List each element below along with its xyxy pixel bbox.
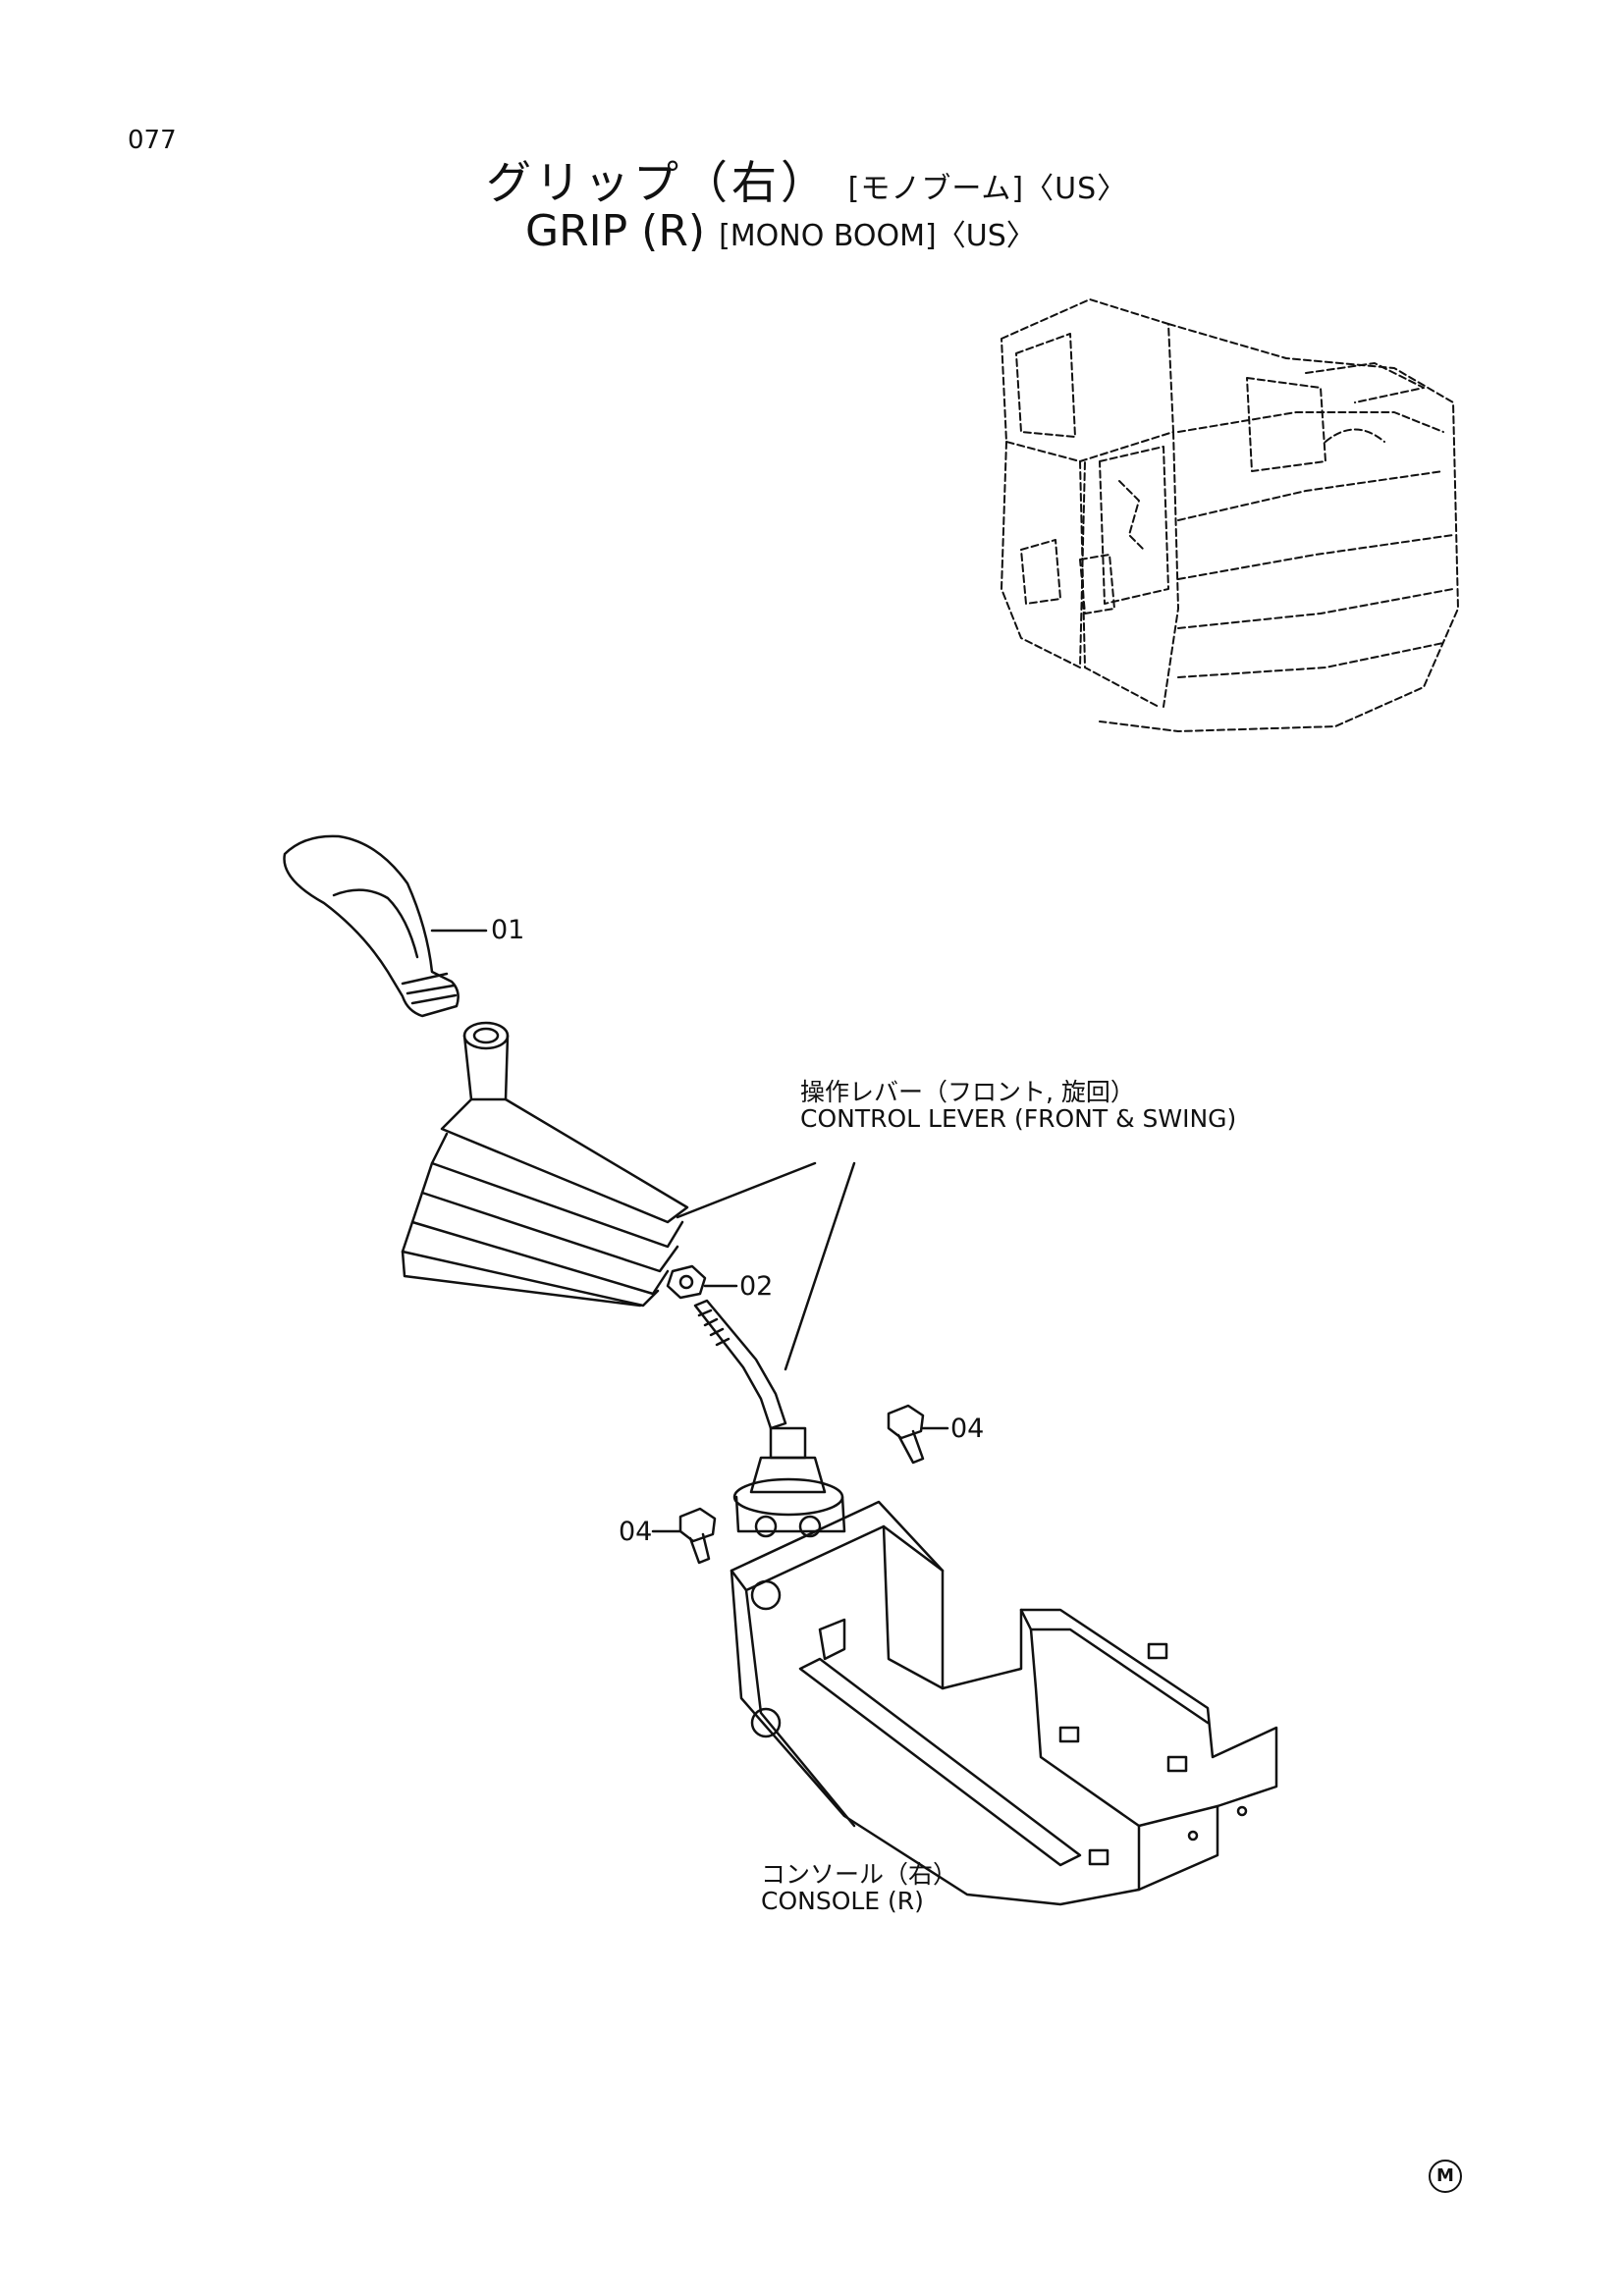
corner-mark-m: M: [1429, 2160, 1462, 2193]
part-label-01: 01: [491, 915, 525, 945]
control-lever-label-jp: 操作レバー（フロント, 旋回）: [800, 1078, 1135, 1106]
title-jp-main: グリップ（右）: [486, 156, 830, 209]
boot-illustration: [401, 1021, 689, 1308]
page-number: 077: [128, 126, 177, 155]
title-en-main: GRIP (R): [525, 206, 706, 256]
title-jp-sub: [モノブーム]〈US〉: [847, 172, 1128, 206]
cab-overview-illustration: [1001, 298, 1459, 732]
title-japanese: グリップ（右） [モノブーム]〈US〉: [486, 147, 1127, 212]
console-label-jp: コンソール（右）: [761, 1860, 958, 1889]
leader-line-lever-boot: [676, 1161, 817, 1219]
bolt-left-illustration: [678, 1507, 717, 1565]
control-lever-label-en: CONTROL LEVER (FRONT & SWING): [800, 1104, 1237, 1133]
console-illustration: [730, 1500, 1278, 1906]
part-label-04-left: 04: [619, 1517, 653, 1547]
grip-illustration: [283, 834, 460, 1018]
bolt-right-illustration: [887, 1404, 925, 1465]
leader-line-lever-rod: [784, 1161, 856, 1371]
console-label-en: CONSOLE (R): [761, 1887, 924, 1915]
part-label-02: 02: [739, 1271, 774, 1302]
title-en-sub: [MONO BOOM]〈US〉: [719, 219, 1036, 253]
part-label-04-right: 04: [950, 1414, 985, 1444]
title-english: GRIP (R) [MONO BOOM]〈US〉: [525, 206, 1036, 256]
nut-illustration: [666, 1264, 707, 1300]
lever-rod-illustration: [693, 1299, 846, 1538]
